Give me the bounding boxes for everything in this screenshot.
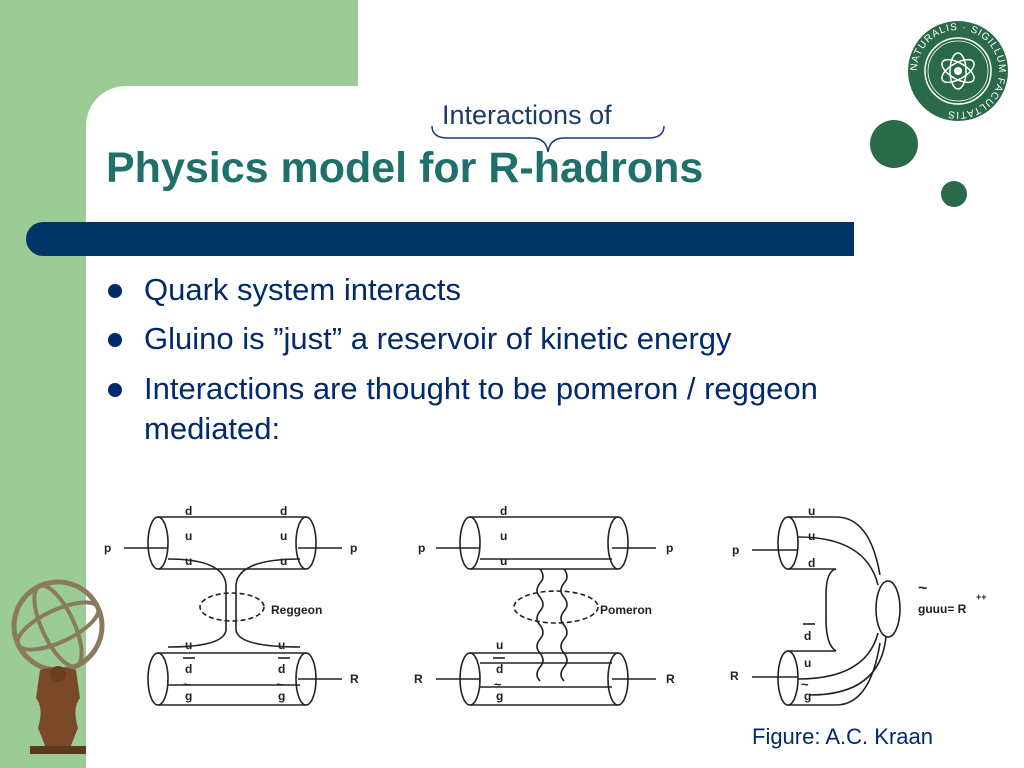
svg-text:~: ~ [918,580,927,597]
slide-title: Physics model for R-hadrons [106,144,704,192]
svg-text:u: u [808,504,815,518]
svg-text:u: u [500,554,507,568]
svg-text:d: d [804,629,811,643]
svg-text:p: p [666,541,673,555]
svg-text:d: d [278,662,285,676]
svg-text:g: g [496,689,503,703]
svg-text:d: d [500,504,507,518]
svg-text:u: u [500,529,507,543]
svg-text:u: u [808,529,815,543]
curly-brace-icon [431,125,665,153]
svg-text:d: d [185,504,192,518]
title-underline-bar [26,222,854,256]
svg-text:u: u [185,529,192,543]
svg-text:p: p [418,541,425,555]
svg-text:d: d [496,662,503,676]
interaction-diagrams: d d u u u u p p Reggeon u u d d g g R ~ … [104,504,987,706]
svg-text:R: R [414,672,423,686]
svg-text:u: u [278,638,285,652]
pomeron-labels: d u u p p Pomeron u d g R R ~ [414,504,675,703]
svg-text:R: R [350,672,359,686]
svg-text:u: u [280,554,287,568]
bullet-icon [108,284,122,298]
svg-text:~: ~ [276,677,284,692]
bullet-icon [108,382,122,397]
svg-text:Pomeron: Pomeron [600,603,652,617]
svg-text:~: ~ [183,677,191,692]
svg-text:++: ++ [976,592,987,602]
svg-text:guuu= R: guuu= R [918,602,967,616]
slide-subtitle: Interactions of [442,100,612,130]
svg-text:~: ~ [801,677,809,692]
gluino-labels: u u d p d u g R ~ ~ guuu= R ++ [730,504,987,703]
decor-dot-small [941,181,967,207]
figure-caption: Figure: A.C. Kraan [752,724,933,749]
svg-text:d: d [808,556,815,570]
svg-text:g: g [804,689,811,703]
bullet-list: Quark system interacts Gluino is ”just” … [106,270,906,458]
svg-text:R: R [666,672,675,686]
university-seal-logo: NATURALIS · SIGILLUM FACULTATIS [908,21,1008,121]
svg-text:u: u [185,554,192,568]
decor-dot-large [870,120,918,168]
reggeon-diagram [124,516,342,706]
svg-text:Reggeon: Reggeon [271,603,322,617]
pomeron-diagram [436,516,656,706]
svg-text:p: p [732,543,739,557]
svg-text:d: d [280,504,287,518]
svg-text:g: g [278,689,285,703]
bullet-item: Quark system interacts [106,270,906,310]
svg-text:R: R [730,669,739,683]
svg-text:p: p [350,541,357,555]
bullet-icon [108,333,122,348]
svg-text:u: u [804,656,811,670]
svg-text:p: p [104,541,111,555]
svg-text:u: u [185,638,192,652]
reggeon-labels: d d u u u u p p Reggeon u u d d g g R ~ … [104,504,359,703]
svg-text:u: u [280,529,287,543]
bullet-item: Gluino is ”just” a reservoir of kinetic … [106,319,906,359]
svg-text:d: d [185,662,192,676]
bullet-item: Interactions are thought to be pomeron /… [106,369,906,450]
svg-text:u: u [496,638,503,652]
gluino-diagram [752,516,901,706]
svg-text:g: g [185,689,192,703]
svg-text:~: ~ [494,677,502,692]
atlas-statue-icon [11,579,105,754]
